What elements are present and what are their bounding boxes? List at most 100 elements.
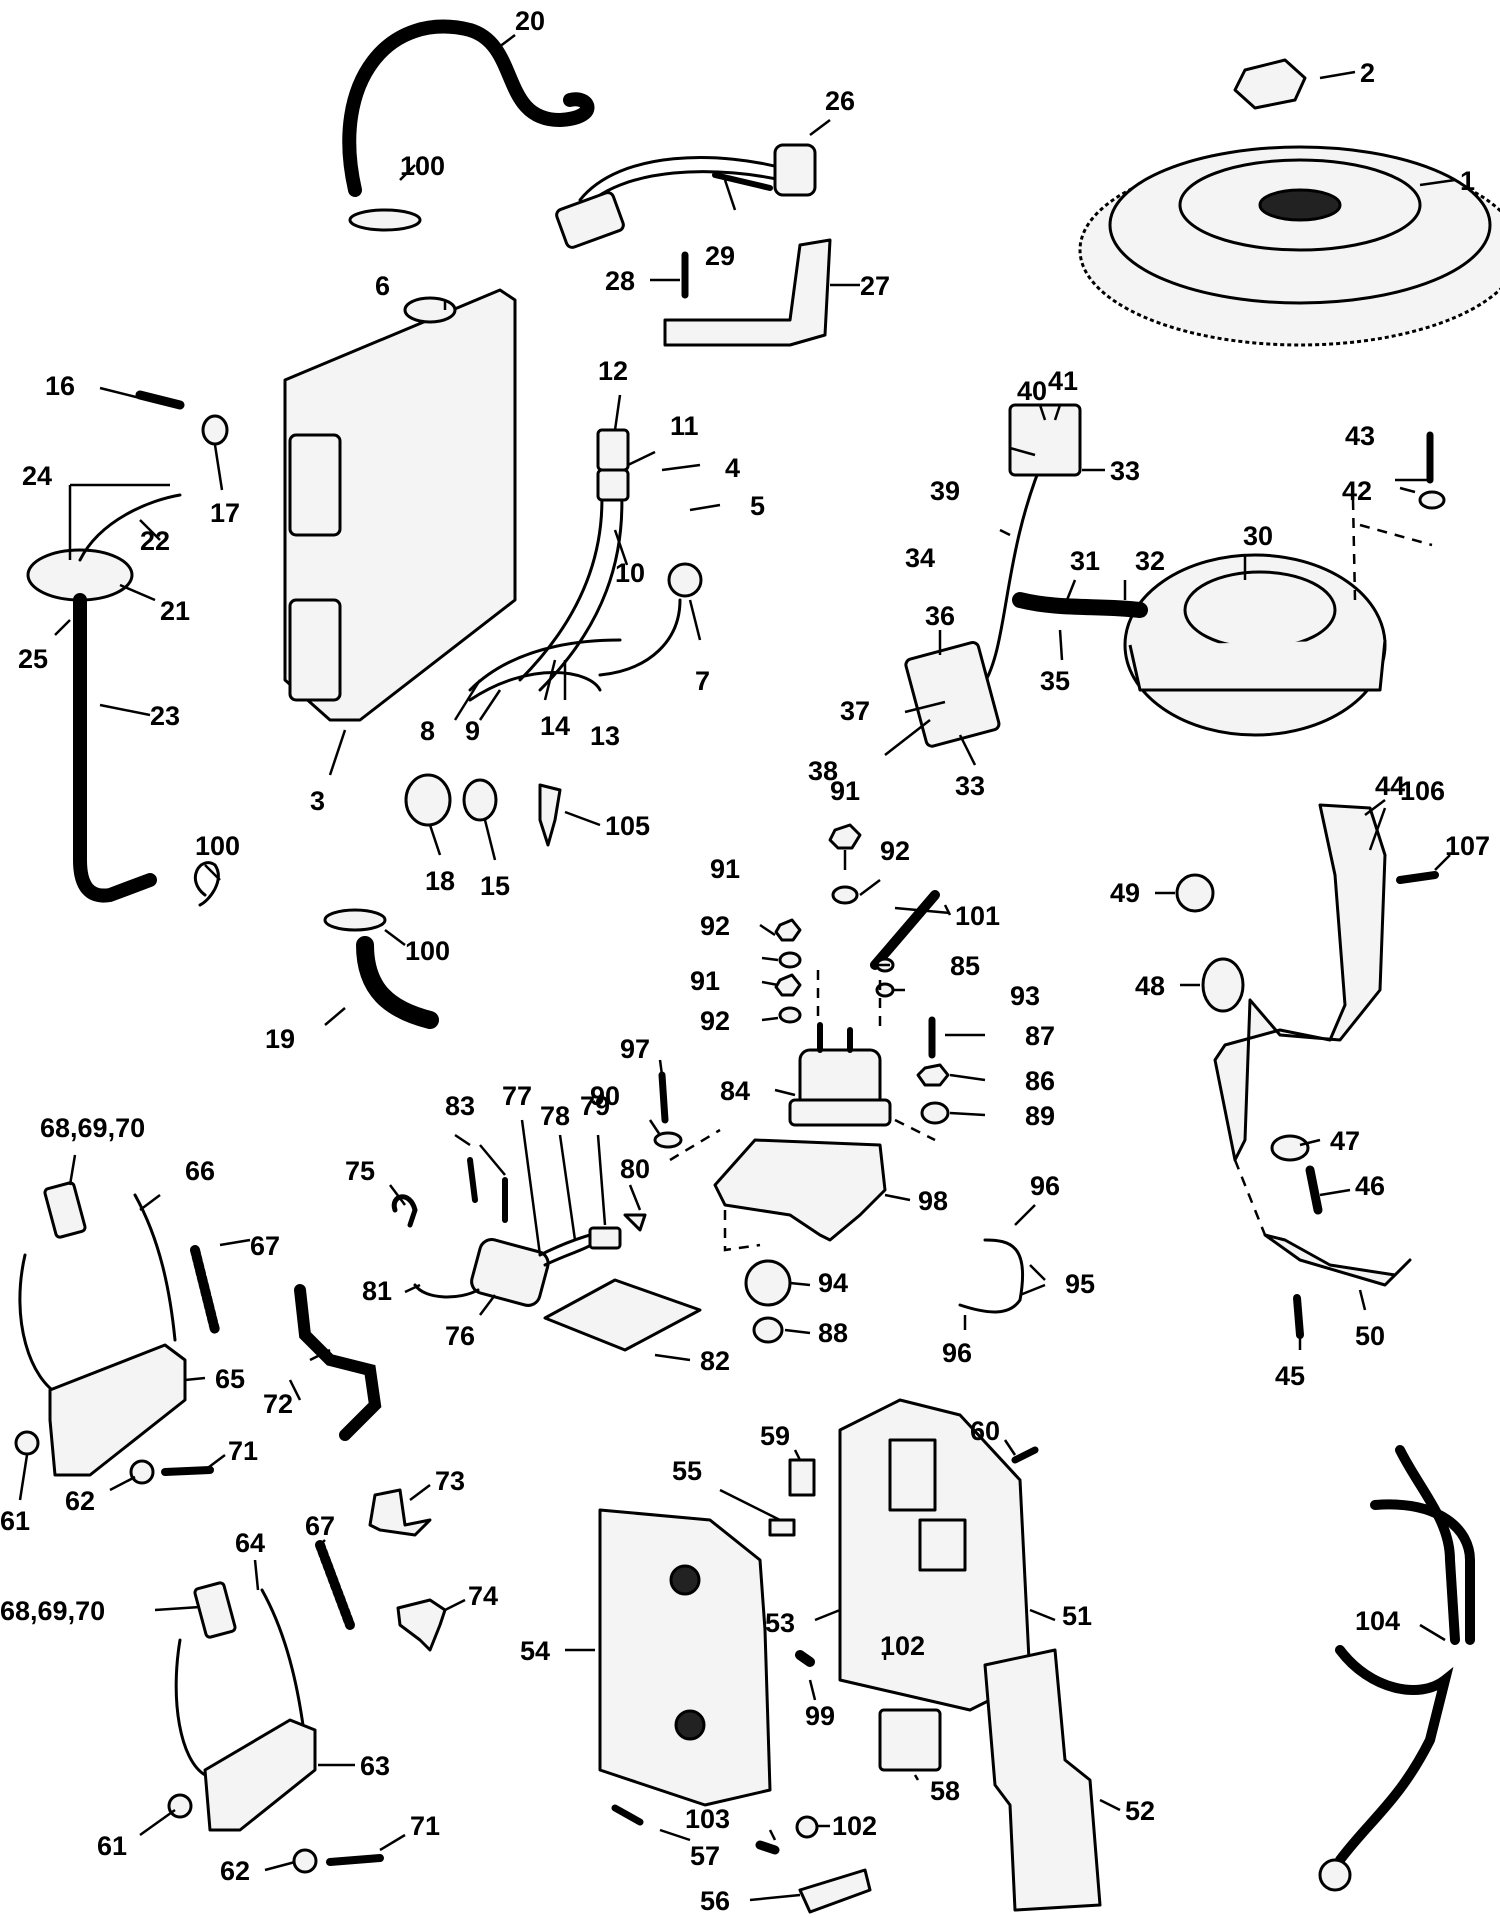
callout-61-top: 61	[0, 1506, 30, 1536]
callout-72: 72	[263, 1389, 293, 1419]
lockwasher-61b	[167, 1793, 193, 1819]
callout-51: 51	[1062, 1601, 1092, 1631]
callout-7: 7	[695, 666, 710, 696]
washer-17	[201, 414, 229, 446]
callout-73: 73	[435, 1466, 465, 1496]
nut	[1233, 58, 1307, 110]
plate-82	[543, 1278, 702, 1352]
callout-68-top: 68,69,70	[40, 1113, 145, 1143]
wire-64	[260, 1588, 307, 1742]
bolt-16	[135, 390, 185, 410]
washer-92-mid	[778, 951, 802, 969]
callout-52: 52	[1125, 1796, 1155, 1826]
hose-clamp-top	[348, 208, 422, 232]
callout-67-low: 67	[305, 1511, 335, 1541]
callout-80: 80	[620, 1154, 650, 1184]
callout-76: 76	[445, 1321, 475, 1351]
callout-61-low: 61	[97, 1831, 127, 1861]
leader-lines	[18, 34, 1456, 1902]
callout-12: 12	[598, 356, 628, 386]
callout-91-mid: 91	[710, 854, 740, 884]
regulator-65	[48, 1343, 187, 1477]
bolt-45	[1293, 1294, 1304, 1339]
callout-17: 17	[210, 498, 240, 528]
callout-38: 38	[808, 756, 838, 786]
bushing	[462, 778, 498, 822]
callout-102-low: 102	[832, 1811, 877, 1841]
plate-98	[713, 1138, 887, 1242]
wire-66	[133, 1193, 177, 1342]
grommet-94	[744, 1259, 792, 1307]
bolt-97	[658, 1071, 669, 1124]
callout-11: 11	[670, 411, 699, 441]
callout-36: 36	[925, 601, 955, 631]
callout-66: 66	[185, 1156, 215, 1186]
part-shapes	[14, 19, 1500, 1914]
wire-63	[174, 1638, 207, 1777]
callout-28: 28	[605, 266, 635, 296]
connector-68b	[193, 1581, 237, 1639]
screw-103	[755, 1840, 780, 1855]
callout-102-top: 102	[880, 1631, 925, 1661]
callout-62-top: 62	[65, 1486, 95, 1516]
grommet	[404, 773, 452, 827]
plug-49	[1175, 873, 1215, 913]
callout-71-top: 71	[228, 1436, 258, 1466]
callout-18: 18	[425, 866, 455, 896]
callout-43: 43	[1345, 421, 1375, 451]
washer-89	[920, 1101, 950, 1125]
callout-31: 31	[1070, 546, 1100, 576]
callout-46: 46	[1355, 1171, 1385, 1201]
battery-cables	[1318, 1445, 1475, 1892]
callout-58: 58	[930, 1776, 960, 1806]
callout-21: 21	[160, 596, 190, 626]
callout-37: 37	[840, 696, 870, 726]
hose-top	[342, 19, 595, 197]
ecm-module	[283, 288, 517, 722]
cable-101	[870, 890, 940, 970]
callout-42: 42	[1342, 476, 1372, 506]
callout-64: 64	[235, 1528, 265, 1558]
callout-94: 94	[818, 1268, 848, 1298]
callout-107: 107	[1445, 831, 1490, 861]
nut-91-low	[774, 973, 802, 997]
relay-58	[878, 1708, 942, 1772]
fuse-59	[788, 1458, 816, 1497]
callout-23: 23	[150, 701, 180, 731]
boot-72	[294, 1284, 382, 1441]
callout-77: 77	[502, 1081, 532, 1111]
callout-33-low: 33	[955, 771, 985, 801]
connector-39	[1008, 403, 1082, 477]
clip-56	[798, 1868, 872, 1914]
callout-89: 89	[1025, 1101, 1055, 1131]
callout-67-top: 67	[250, 1231, 280, 1261]
callout-29: 29	[705, 241, 735, 271]
nut-86	[916, 1063, 950, 1087]
callout-106: 106	[1400, 776, 1445, 806]
callout-54: 54	[520, 1636, 550, 1666]
harness-connector	[555, 143, 817, 249]
fuse-box-51	[838, 1398, 1032, 1712]
callout-74: 74	[468, 1581, 498, 1611]
flywheel	[1078, 145, 1500, 347]
bracket-74	[396, 1598, 447, 1652]
washer-47	[1270, 1134, 1310, 1162]
strap-50	[1263, 1233, 1412, 1287]
callout-83: 83	[445, 1091, 475, 1121]
callout-103: 103	[685, 1804, 730, 1834]
callout-87: 87	[1025, 1021, 1055, 1051]
washer-62a	[129, 1459, 155, 1485]
callout-65: 65	[215, 1364, 245, 1394]
callout-4: 4	[725, 453, 740, 483]
gasket-52	[983, 1648, 1102, 1912]
ground-wire	[958, 1238, 1025, 1314]
callout-14: 14	[540, 711, 570, 741]
clip-75	[391, 1194, 418, 1228]
lockwasher-61a	[14, 1430, 40, 1456]
nut-91-top	[828, 823, 862, 850]
callout-labels: 1 2 20 100 26 29 28 27 6 16 17 24 22 21 …	[0, 6, 1490, 1916]
callout-33-top: 33	[1110, 456, 1140, 486]
callout-100-mid-left: 100	[195, 831, 240, 861]
callout-78: 78	[540, 1101, 570, 1131]
